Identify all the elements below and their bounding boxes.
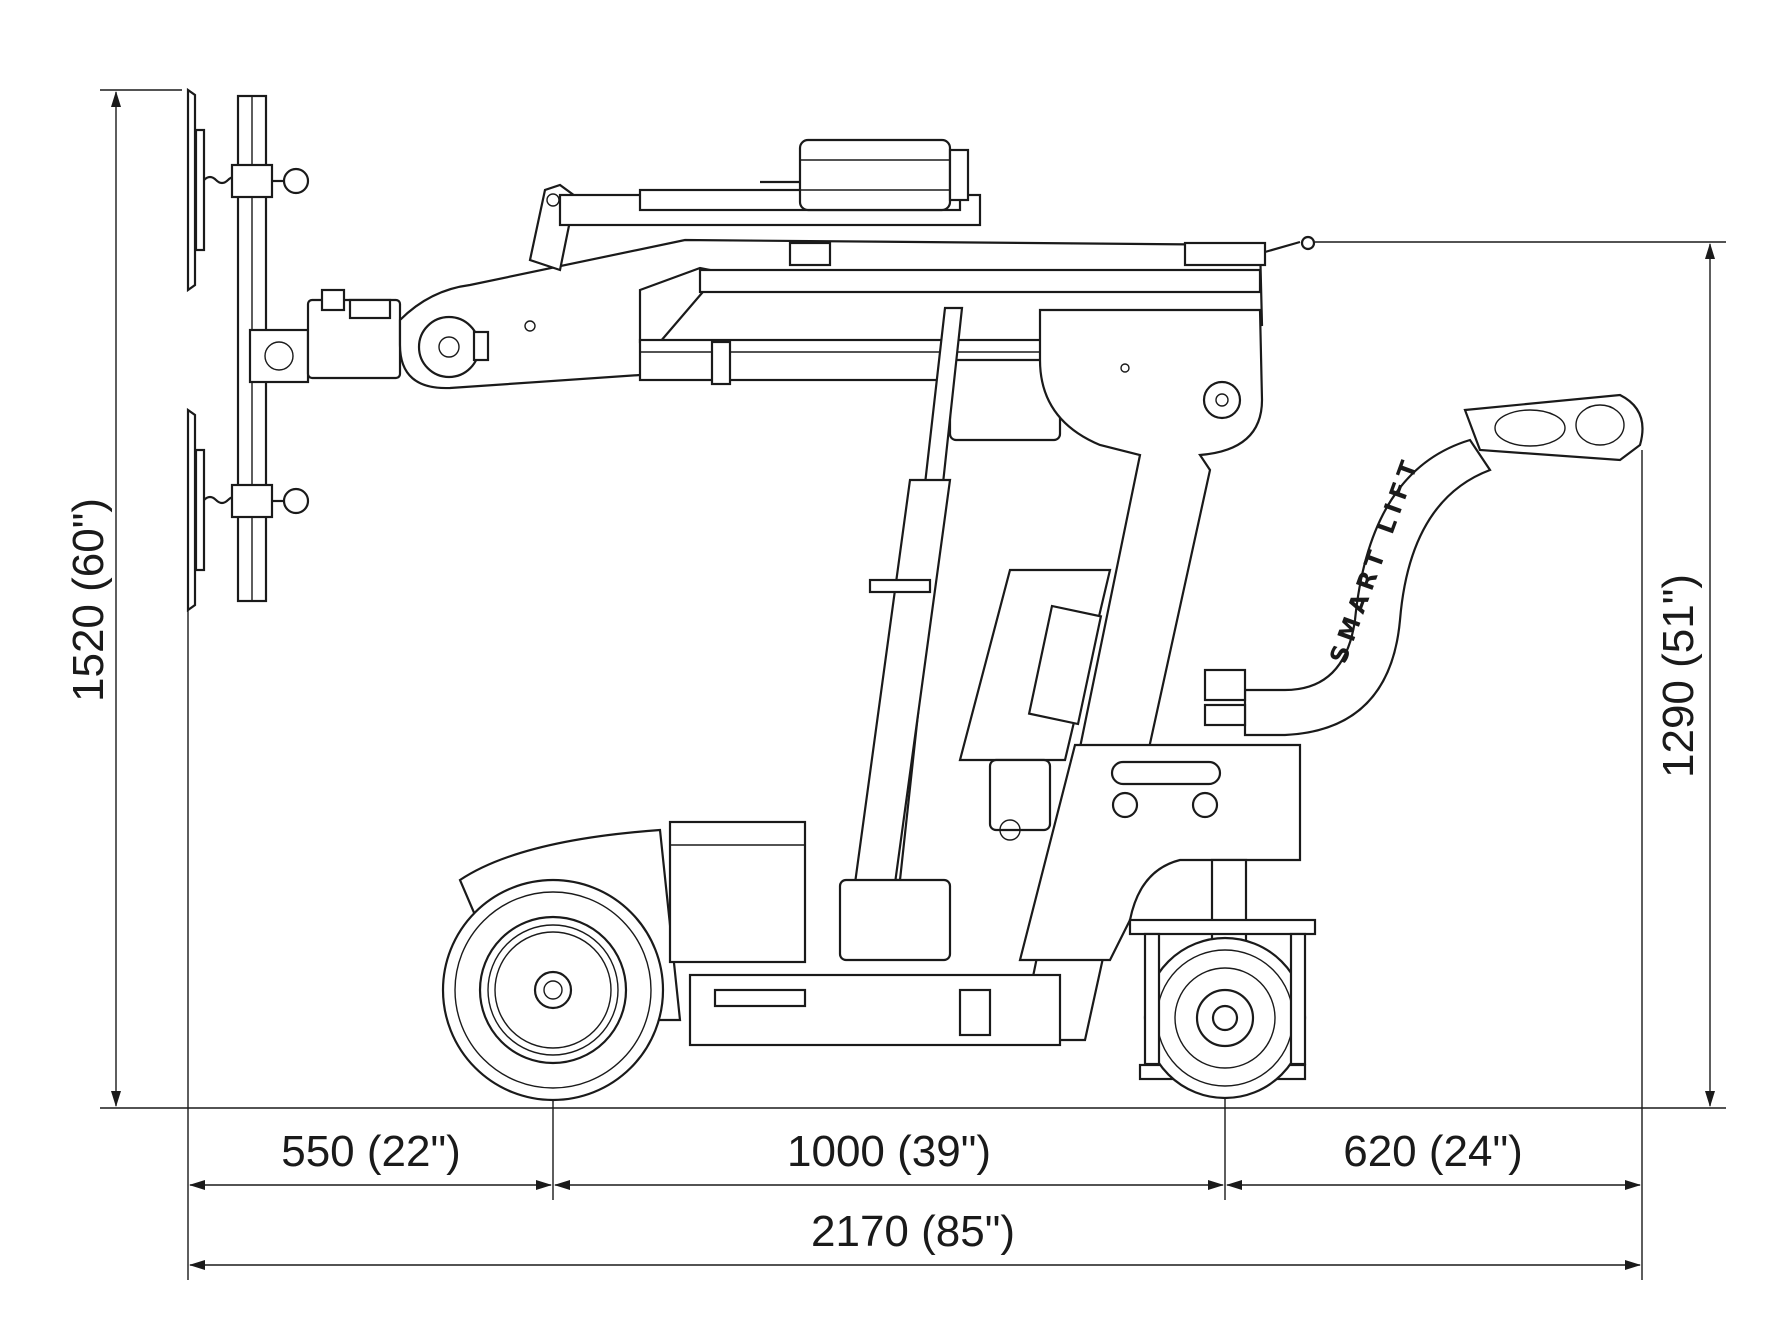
rear-handle-slot (1110, 760, 1222, 786)
tiller-grip (1463, 393, 1644, 462)
handle-height-label: 1290 (51") (1654, 574, 1703, 778)
handle-tip (1300, 235, 1316, 251)
boom-head (306, 288, 402, 380)
suction-pad-bottom (186, 407, 197, 613)
rear-wheel (1128, 918, 1317, 1100)
tiller-arm: SMART LIFT (1203, 393, 1644, 737)
top-cylinder (760, 138, 970, 212)
dimension-lines (111, 91, 1715, 1270)
caster-plate-top (1128, 918, 1317, 936)
control-box (958, 568, 1112, 841)
tiller-body (1243, 438, 1492, 737)
knob-bottom (282, 487, 310, 515)
rear-overhang-label: 620 (24") (1343, 1127, 1523, 1176)
lift-cylinder-body (848, 478, 952, 922)
suction-pad-top (186, 87, 197, 293)
overall-length-label: 2170 (85") (811, 1207, 1015, 1256)
boom-pivot (417, 315, 481, 379)
battery-box (668, 820, 807, 964)
boom-arm (398, 235, 1316, 442)
front-wheel (441, 878, 665, 1102)
overall-height-label: 1520 (60") (64, 498, 113, 702)
lift-cylinder (838, 306, 964, 962)
knob-top (282, 167, 310, 195)
wheelbase-label: 1000 (39") (787, 1127, 991, 1176)
mast-pivot (1202, 380, 1242, 420)
machine-illustration: SMART LIFT (186, 87, 1644, 1102)
top-cylinder-body (798, 138, 952, 212)
rear-body-shell (1018, 743, 1302, 962)
front-overhang-label: 550 (22") (281, 1127, 461, 1176)
vacuum-frame (186, 87, 310, 613)
front-hub (533, 970, 573, 1010)
chassis-base (688, 973, 1062, 1047)
